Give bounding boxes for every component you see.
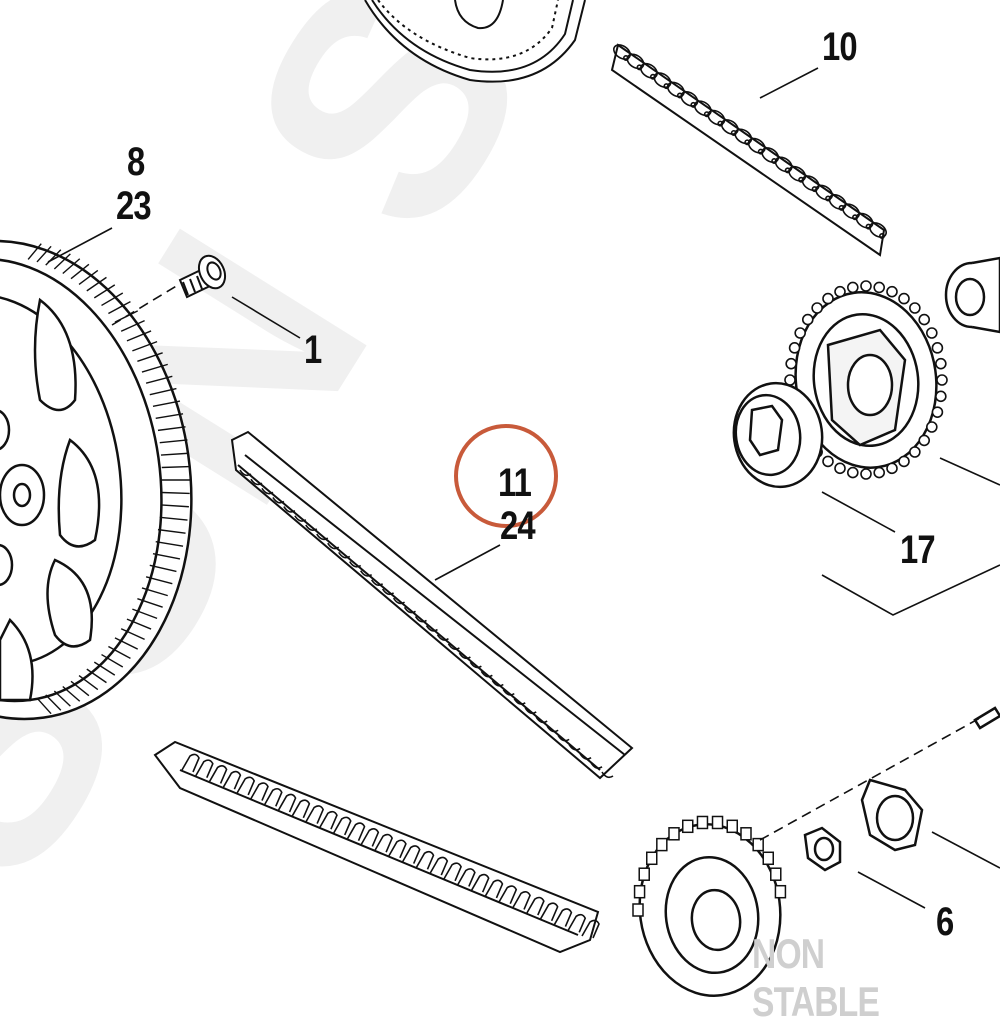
front-pulley-assembly [632, 706, 1000, 997]
belt-section [153, 740, 600, 954]
callout-1: 1 [304, 328, 322, 372]
callout-11: 11 [498, 461, 532, 505]
status-badge: NON STABLE [752, 930, 880, 1025]
callout-8: 8 [127, 140, 145, 184]
callout-6: 6 [936, 900, 954, 944]
sprocket-assembly [732, 256, 1000, 489]
callout-24: 24 [500, 504, 536, 548]
bolt [178, 254, 227, 299]
highlight-circle [454, 424, 558, 528]
rear-pulley [0, 239, 193, 721]
flywheel-top [364, 0, 586, 83]
drive-belt [230, 430, 634, 780]
callout-10: 10 [822, 25, 858, 69]
chain [610, 43, 887, 257]
exploded-parts-diagram: SUN STAR [0, 0, 1000, 997]
leader-lines [47, 67, 1000, 909]
callout-23: 23 [116, 184, 152, 228]
callout-17: 17 [900, 528, 936, 572]
